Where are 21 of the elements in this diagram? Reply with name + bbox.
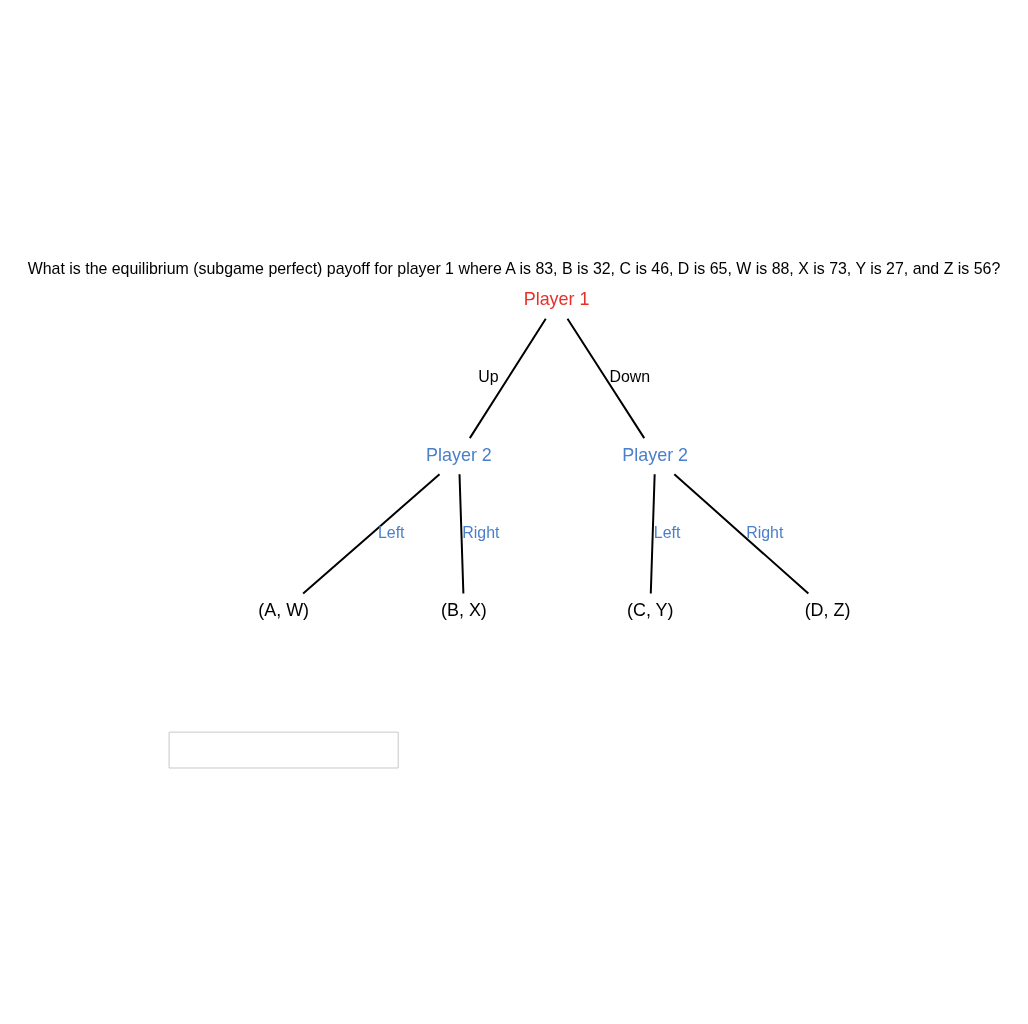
node-text: (C, Y) [626, 599, 674, 620]
node-text: Player 2 [622, 444, 689, 465]
connector [566, 317, 646, 439]
node-text: Player 2 [426, 444, 492, 465]
edge-label: Right [746, 523, 784, 541]
diagram-title: What is the equilibrium (subgame perfect) payoff for player 1 where A is 83, B is 32, C is 46, D is 65, W is 88, X is 73, Y is 27, and Z is 56? [27, 259, 1001, 277]
node-text: (D, Z) [804, 599, 851, 620]
connector [673, 472, 810, 595]
node-box [168, 731, 399, 768]
edge-label: Left [377, 523, 405, 541]
edge-label: Down [609, 367, 651, 385]
node-text: (A, W) [258, 599, 310, 620]
connector [649, 472, 656, 595]
node-text: (B, X) [441, 599, 487, 620]
connector [468, 317, 547, 439]
edge-label: Up [478, 367, 499, 385]
node-text: Player 1 [523, 288, 590, 309]
connector [458, 472, 465, 595]
connector [302, 472, 441, 595]
edge-label: Right [462, 523, 500, 541]
edge-label: Left [653, 523, 681, 541]
